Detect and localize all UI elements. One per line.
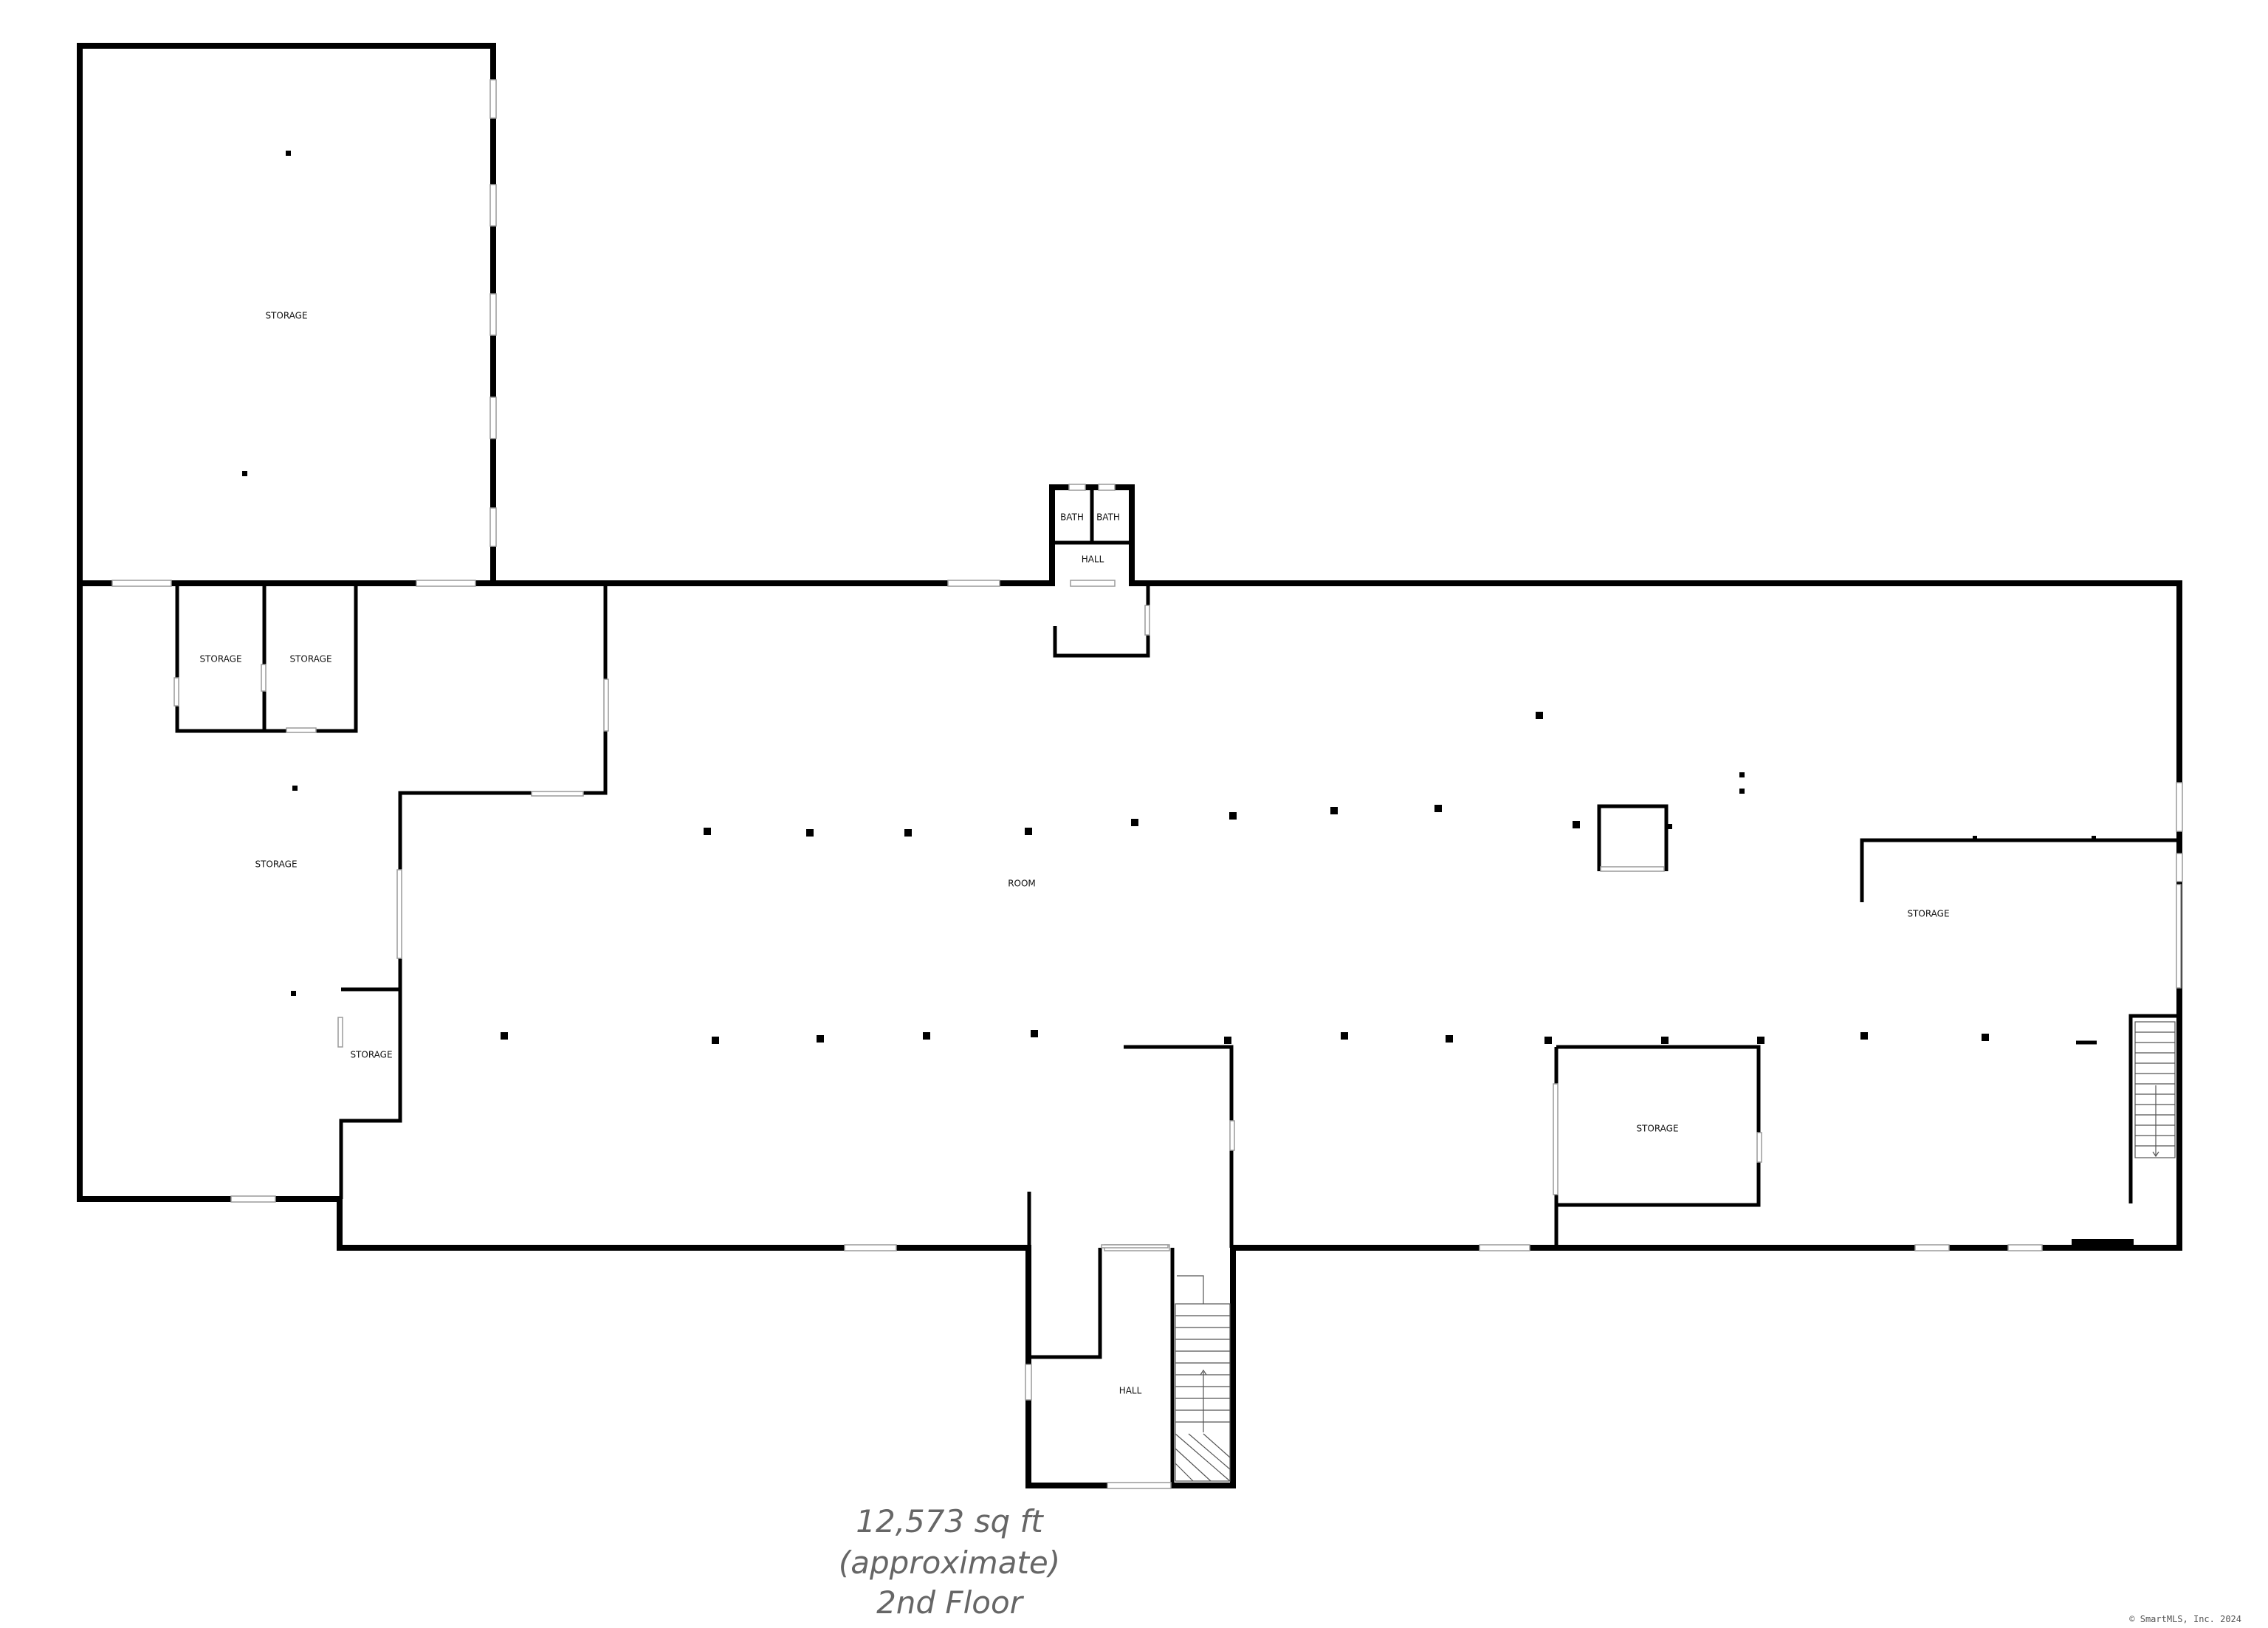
room-label-bath-a: BATH [1060, 512, 1084, 523]
room-label-hall-south: HALL [1119, 1386, 1142, 1396]
room-label-storage-closet: STORAGE [350, 1050, 392, 1060]
room-label-hall-north: HALL [1082, 554, 1104, 565]
room-label-bath-b: BATH [1096, 512, 1120, 523]
stairs-south [1175, 1275, 1231, 1482]
interior-walls [175, 487, 2179, 1486]
room-label-storage-small-b: STORAGE [289, 654, 331, 664]
approximate-caption: (approximate) [838, 1545, 1061, 1581]
copyright-notice: © SmartMLS, Inc. 2024 [2129, 1614, 2241, 1624]
room-label-storage-east: STORAGE [1907, 909, 1949, 919]
exterior-walls [77, 43, 2182, 1488]
room-label-storage-small-a: STORAGE [199, 654, 241, 664]
stairs-east [2134, 1021, 2176, 1158]
room-label-storage-northwest: STORAGE [265, 311, 307, 321]
columns [242, 151, 2096, 1044]
room-labels: STORAGE STORAGE STORAGE STORAGE STORAGE … [199, 311, 1949, 1396]
area-caption: 12,573 sq ft [856, 1503, 1043, 1539]
floor-caption: 2nd Floor [876, 1584, 1023, 1621]
room-label-room-main: ROOM [1008, 879, 1036, 889]
windows [111, 79, 2183, 1489]
room-label-storage-west: STORAGE [255, 859, 297, 870]
room-label-storage-center: STORAGE [1636, 1124, 1678, 1134]
